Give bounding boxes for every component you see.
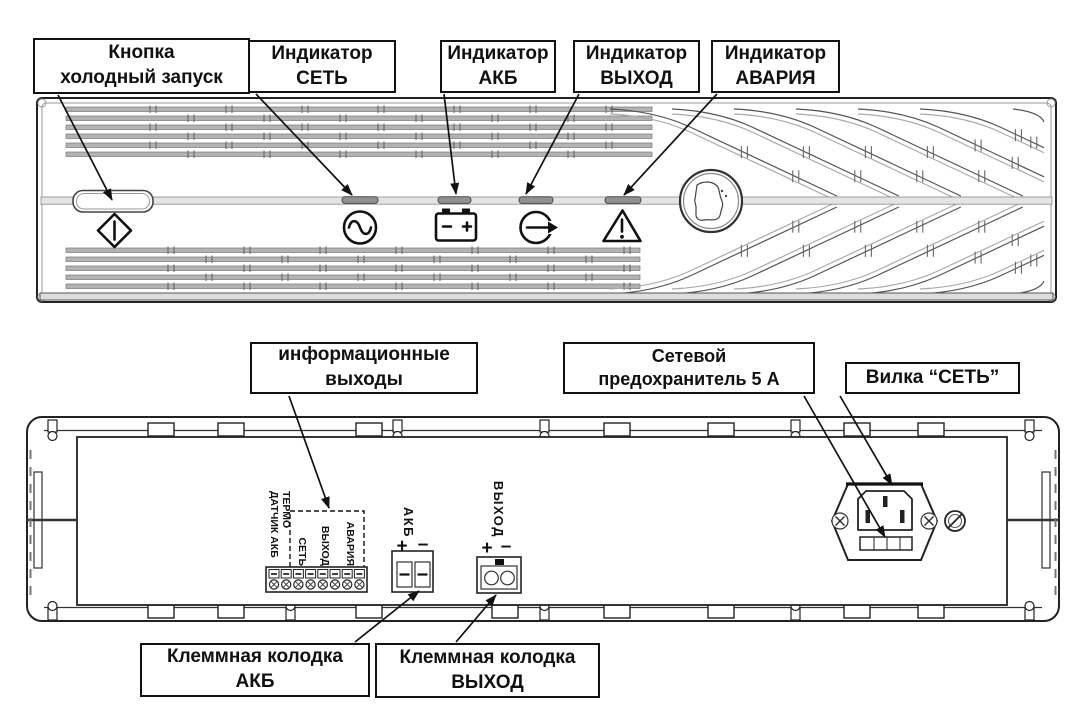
phillips-screw-icon (920, 512, 938, 530)
callout-indicator-out: Индикатор ВЫХОД (573, 40, 700, 93)
iec-inlet-assembly (830, 482, 939, 561)
label-akb-block: АКБ (401, 507, 416, 538)
callout-cold-start: Кнопка холодный запуск (33, 38, 250, 94)
arrow-right-circle-icon (519, 210, 558, 245)
label-thermo: ТЕРМО (280, 491, 292, 528)
callout-info-outputs: информационные выходы (250, 342, 478, 394)
callout-indicator-alarm: Индикатор АВАРИЯ (711, 40, 840, 93)
callout-mains-fuse: Сетевой предохранитель 5 А (563, 342, 815, 394)
arrow-cold-start (57, 94, 113, 201)
vent-slats-bottom (65, 246, 641, 290)
phillips-screw-icon (831, 512, 849, 530)
akb-terminal-block: АКБ + – (391, 507, 434, 593)
label-alarm: АВАРИЯ (344, 522, 356, 566)
callout-arrows (57, 93, 893, 643)
arrow-terminal-akb (354, 590, 420, 643)
arrow-terminal-out (455, 594, 497, 643)
rim-shading-dashes (29, 450, 1057, 595)
indicator-lens-out (518, 196, 554, 204)
front-bottom-rim (39, 292, 1054, 301)
callout-mains-plug: Вилка “СЕТЬ” (845, 362, 1020, 394)
label-out: ВЫХОД (319, 526, 331, 567)
arrow-info-outputs (288, 395, 330, 509)
arrow-indicator-net (255, 93, 353, 196)
socket-pin (865, 510, 870, 523)
rear-edge-details (47, 419, 1035, 621)
battery-icon (434, 208, 478, 242)
warning-triangle-icon (602, 209, 642, 243)
socket-pin (883, 496, 888, 507)
rear-panel: ТЕРМО ДАТЧИК АКБ СЕТЬ ВЫХОД АВАРИЯ АКБ +… (26, 416, 1060, 622)
callout-terminal-out: Клеммная колодка ВЫХОД (375, 643, 600, 698)
indicator-lens-akb (437, 196, 472, 204)
corner-cap (37, 98, 47, 108)
out-minus: – (501, 536, 512, 557)
akb-minus: – (418, 534, 429, 555)
corner-cap (1046, 98, 1056, 108)
socket-pin (900, 510, 905, 523)
out-terminal-block: ВЫХОД + – (476, 481, 522, 594)
info-terminal-strip (265, 566, 368, 593)
label-net: СЕТЬ (296, 537, 308, 566)
out-plus: + (481, 538, 492, 559)
slotted-screw-icon (944, 510, 966, 532)
arrow-mains-fuse (803, 395, 886, 538)
front-panel (36, 97, 1057, 303)
callout-indicator-net: Индикатор СЕТЬ (248, 40, 396, 93)
indicator-lens-net (341, 196, 379, 204)
c14-socket (857, 490, 913, 531)
sine-circle-icon (342, 210, 378, 245)
diamond-power-icon (96, 212, 133, 249)
arrow-indicator-alarm (623, 93, 718, 196)
label-sensor-akb: ДАТЧИК АКБ (268, 491, 280, 558)
akb-plus: + (396, 536, 407, 557)
arrow-indicator-out (525, 93, 580, 195)
callout-indicator-akb: Индикатор АКБ (440, 40, 556, 93)
brand-emblem-circle-icon (678, 168, 744, 234)
arrow-indicator-akb (443, 93, 460, 195)
cold-start-button (72, 189, 154, 213)
vent-chevrons-upper (609, 108, 1045, 202)
indicator-lens-alarm (604, 196, 642, 204)
callout-terminal-akb: Клеммная колодка АКБ (140, 643, 370, 697)
arrow-mains-plug (839, 395, 893, 486)
fuse-drawer (859, 536, 913, 551)
label-out-block: ВЫХОД (491, 481, 506, 538)
